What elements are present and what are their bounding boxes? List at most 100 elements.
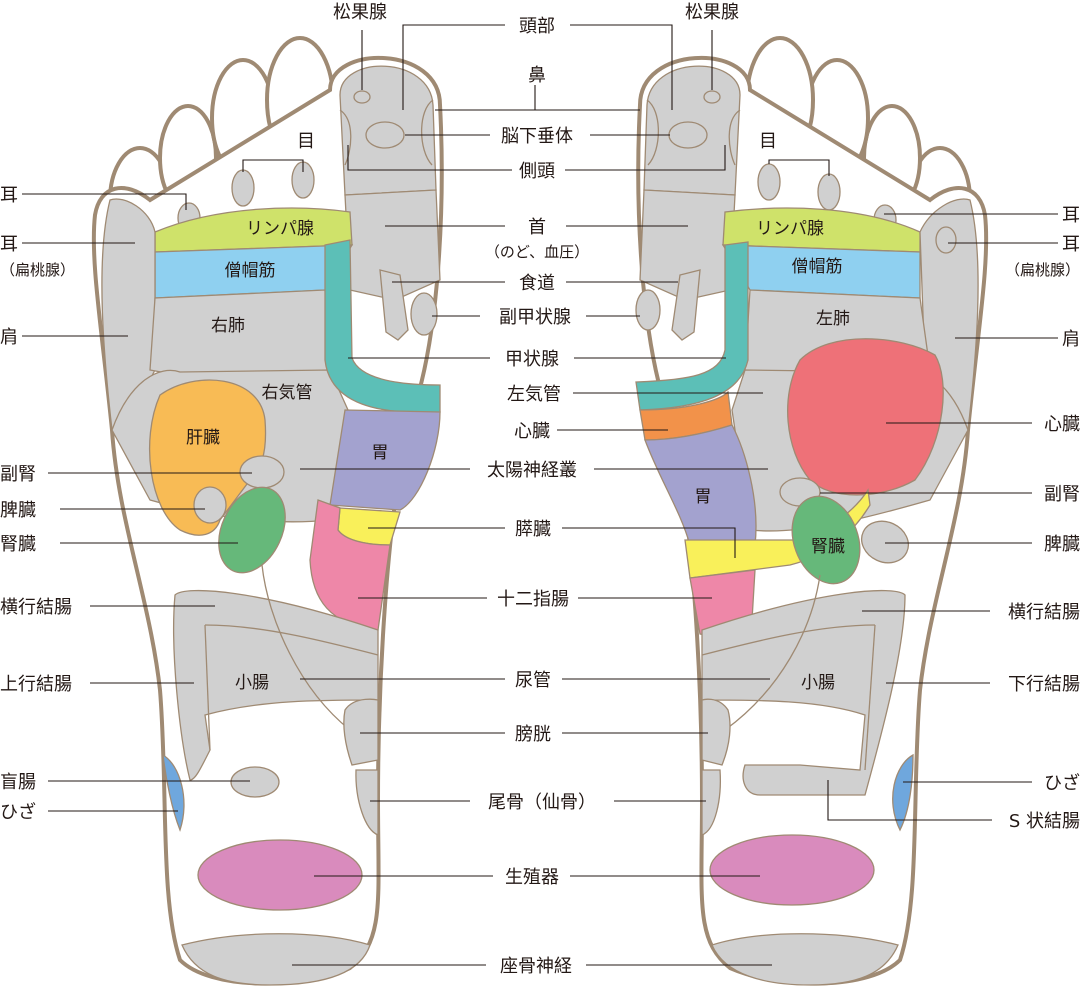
label-left-shoulder: 肩	[0, 327, 18, 348]
right-spleen	[861, 520, 909, 564]
left-lymph-band	[154, 207, 353, 253]
label-right-heart: 心臓	[1044, 414, 1080, 435]
right-kidney	[791, 495, 861, 585]
right-eye-spot-2	[817, 173, 841, 211]
leader-lines	[22, 24, 1058, 966]
label-heart-center: 心臓	[514, 421, 550, 442]
label-thyroid: 甲状腺	[505, 349, 559, 370]
label-left-knee: ひざ	[0, 801, 36, 823]
right-coccyx	[701, 769, 721, 836]
label-right-lymph: リンパ腺	[756, 219, 824, 239]
left-sciatic	[181, 933, 371, 986]
right-stomach	[644, 424, 757, 546]
left-pineal-spot	[353, 90, 371, 104]
right-bladder	[701, 698, 731, 766]
label-right-adrenal: 副腎	[1044, 484, 1080, 505]
label-right-transverse-colon: 横行結腸	[1008, 602, 1080, 623]
label-ureter: 尿管	[515, 670, 551, 691]
label-left-bronchus: 右気管	[262, 383, 313, 403]
label-temple: 側頭	[519, 161, 555, 182]
label-left-transverse-colon: 横行結腸	[0, 597, 72, 618]
right-lymph-band	[722, 207, 921, 253]
label-left-trapezius: 僧帽筋	[225, 261, 276, 281]
left-eye-spot-1	[231, 169, 255, 207]
label-right-descending-colon: 下行結腸	[1008, 674, 1080, 695]
label-left-pineal: 松果腺	[333, 2, 387, 23]
label-left-liver: 肝臓	[186, 428, 220, 448]
label-right-pineal: 松果腺	[685, 2, 739, 23]
right-pineal-spot	[703, 90, 721, 104]
right-eye-spot-1	[757, 163, 781, 201]
label-head: 頭部	[519, 16, 555, 37]
label-left-stomach: 胃	[372, 443, 389, 463]
left-cecum	[230, 766, 280, 798]
label-left-tonsil: （扁桃腺）	[0, 261, 75, 279]
right-intestine-zone	[701, 589, 906, 796]
label-left-ascending-colon: 上行結腸	[0, 674, 72, 695]
label-right-ear2: 耳	[1062, 234, 1080, 255]
label-right-tonsil: （扁桃腺）	[1005, 261, 1080, 279]
right-ureter	[724, 574, 821, 731]
right-foot	[635, 36, 989, 986]
left-parathyroid	[410, 292, 438, 336]
label-pituitary: 脳下垂体	[501, 126, 573, 147]
left-adrenal	[239, 455, 285, 489]
right-genital	[709, 834, 875, 906]
right-sciatic	[711, 933, 899, 986]
label-pancreas-center: 膵臓	[515, 519, 551, 540]
label-right-sigmoid-colon: S 状結腸	[1009, 811, 1080, 832]
left-esophagus	[379, 269, 409, 341]
left-bladder	[343, 698, 379, 766]
right-pituitary-spot	[668, 121, 708, 149]
label-nose: 鼻	[528, 65, 546, 86]
label-left-lung: 右肺	[211, 316, 245, 336]
label-right-knee: ひざ	[1044, 772, 1080, 794]
left-coccyx	[355, 769, 379, 836]
label-left-ear: 耳	[0, 185, 18, 206]
label-left-lymph: リンパ腺	[246, 219, 314, 239]
right-tonsil-spot	[935, 226, 957, 254]
label-right-shoulder: 肩	[1062, 329, 1080, 350]
label-left-ear2: 耳	[0, 234, 18, 255]
label-genitals: 生殖器	[505, 866, 559, 888]
label-left-eye: 目	[297, 131, 315, 152]
label-right-eye: 目	[759, 131, 777, 152]
label-right-trapezius: 僧帽筋	[792, 257, 843, 277]
left-kidney	[218, 486, 286, 574]
label-neck: 首	[528, 217, 546, 238]
left-pituitary-spot	[365, 121, 405, 149]
label-left-kidney: 腎臓	[0, 534, 36, 555]
left-ureter	[261, 564, 351, 731]
left-spleen	[193, 486, 227, 524]
label-esophagus: 食道	[519, 273, 555, 294]
left-stomach	[329, 409, 441, 511]
label-left-small-intestine: 小腸	[235, 673, 269, 693]
label-right-ear: 耳	[1062, 205, 1080, 226]
right-esophagus	[671, 269, 701, 341]
label-coccyx: 尾骨（仙骨）	[488, 792, 596, 813]
left-genital	[197, 839, 363, 911]
label-duodenum: 十二指腸	[497, 589, 569, 610]
label-left-cecum: 盲腸	[0, 772, 36, 793]
label-left-spleen: 脾臓	[0, 500, 36, 521]
right-heart	[787, 338, 944, 496]
label-right-small-intestine: 小腸	[801, 673, 835, 693]
left-foot	[91, 36, 444, 986]
label-right-spleen: 脾臓	[1044, 534, 1080, 555]
label-right-kidney: 腎臓	[811, 537, 845, 557]
label-bladder: 膀胱	[515, 724, 551, 745]
label-parathyroid: 副甲状腺	[499, 307, 571, 328]
left-knee	[162, 753, 185, 832]
label-sciatic: 座骨神経	[500, 956, 572, 977]
label-right-stomach: 胃	[695, 487, 712, 507]
left-intestine-zone	[173, 589, 379, 781]
right-knee	[892, 753, 914, 832]
label-solar-plexus: 太陽神経叢	[487, 460, 577, 481]
label-right-lung: 左肺	[816, 309, 850, 329]
right-parathyroid	[635, 289, 661, 331]
label-left-adrenal: 副腎	[0, 464, 36, 485]
label-left-bronchus: 左気管	[507, 384, 561, 405]
label-neck-sub: （のど、血圧）	[485, 243, 589, 261]
